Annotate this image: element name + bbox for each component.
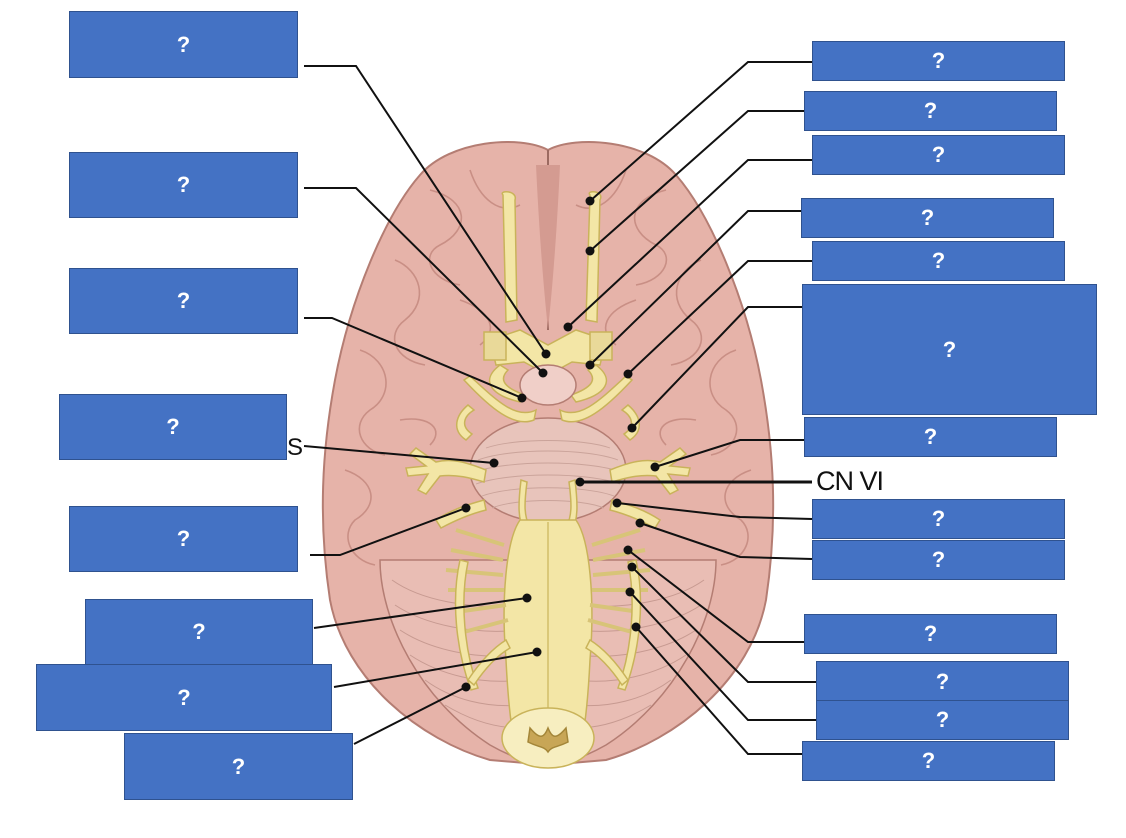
left-label-box-6[interactable]: ?: [85, 599, 313, 665]
cranial-nerves: [405, 190, 691, 769]
pons: [469, 417, 627, 523]
olfactory-tract-left: [501, 190, 518, 323]
right-label-box-5[interactable]: ?: [812, 241, 1065, 281]
left-label-box-8[interactable]: ?: [124, 733, 353, 800]
right-label-box-1[interactable]: ?: [812, 41, 1065, 81]
left-label-box-5[interactable]: ?: [69, 506, 298, 572]
right-label-box-9[interactable]: ?: [812, 540, 1065, 580]
right-label-box-11[interactable]: ?: [816, 661, 1069, 702]
right-label-box-8[interactable]: ?: [812, 499, 1065, 539]
leader-dots: [461, 196, 660, 692]
cn6-label: CN VI: [816, 466, 884, 496]
left-label-box-7[interactable]: ?: [36, 664, 332, 731]
partial-label-fragment: S: [287, 434, 304, 461]
right-label-box-13[interactable]: ?: [802, 741, 1055, 781]
leader-lines: [303, 61, 818, 755]
right-label-box-4[interactable]: ?: [801, 198, 1054, 238]
left-label-box-2[interactable]: ?: [69, 152, 298, 218]
left-label-box-1[interactable]: ?: [69, 11, 298, 78]
right-label-box-10[interactable]: ?: [804, 614, 1057, 654]
right-label-box-12[interactable]: ?: [816, 700, 1069, 740]
right-label-box-7[interactable]: ?: [804, 417, 1057, 457]
left-label-box-3[interactable]: ?: [69, 268, 298, 334]
right-label-box-3[interactable]: ?: [812, 135, 1065, 175]
pituitary: [519, 364, 577, 406]
right-label-box-2[interactable]: ?: [804, 91, 1057, 131]
left-label-box-4[interactable]: ?: [59, 394, 287, 460]
right-label-box-6[interactable]: ?: [802, 284, 1097, 415]
